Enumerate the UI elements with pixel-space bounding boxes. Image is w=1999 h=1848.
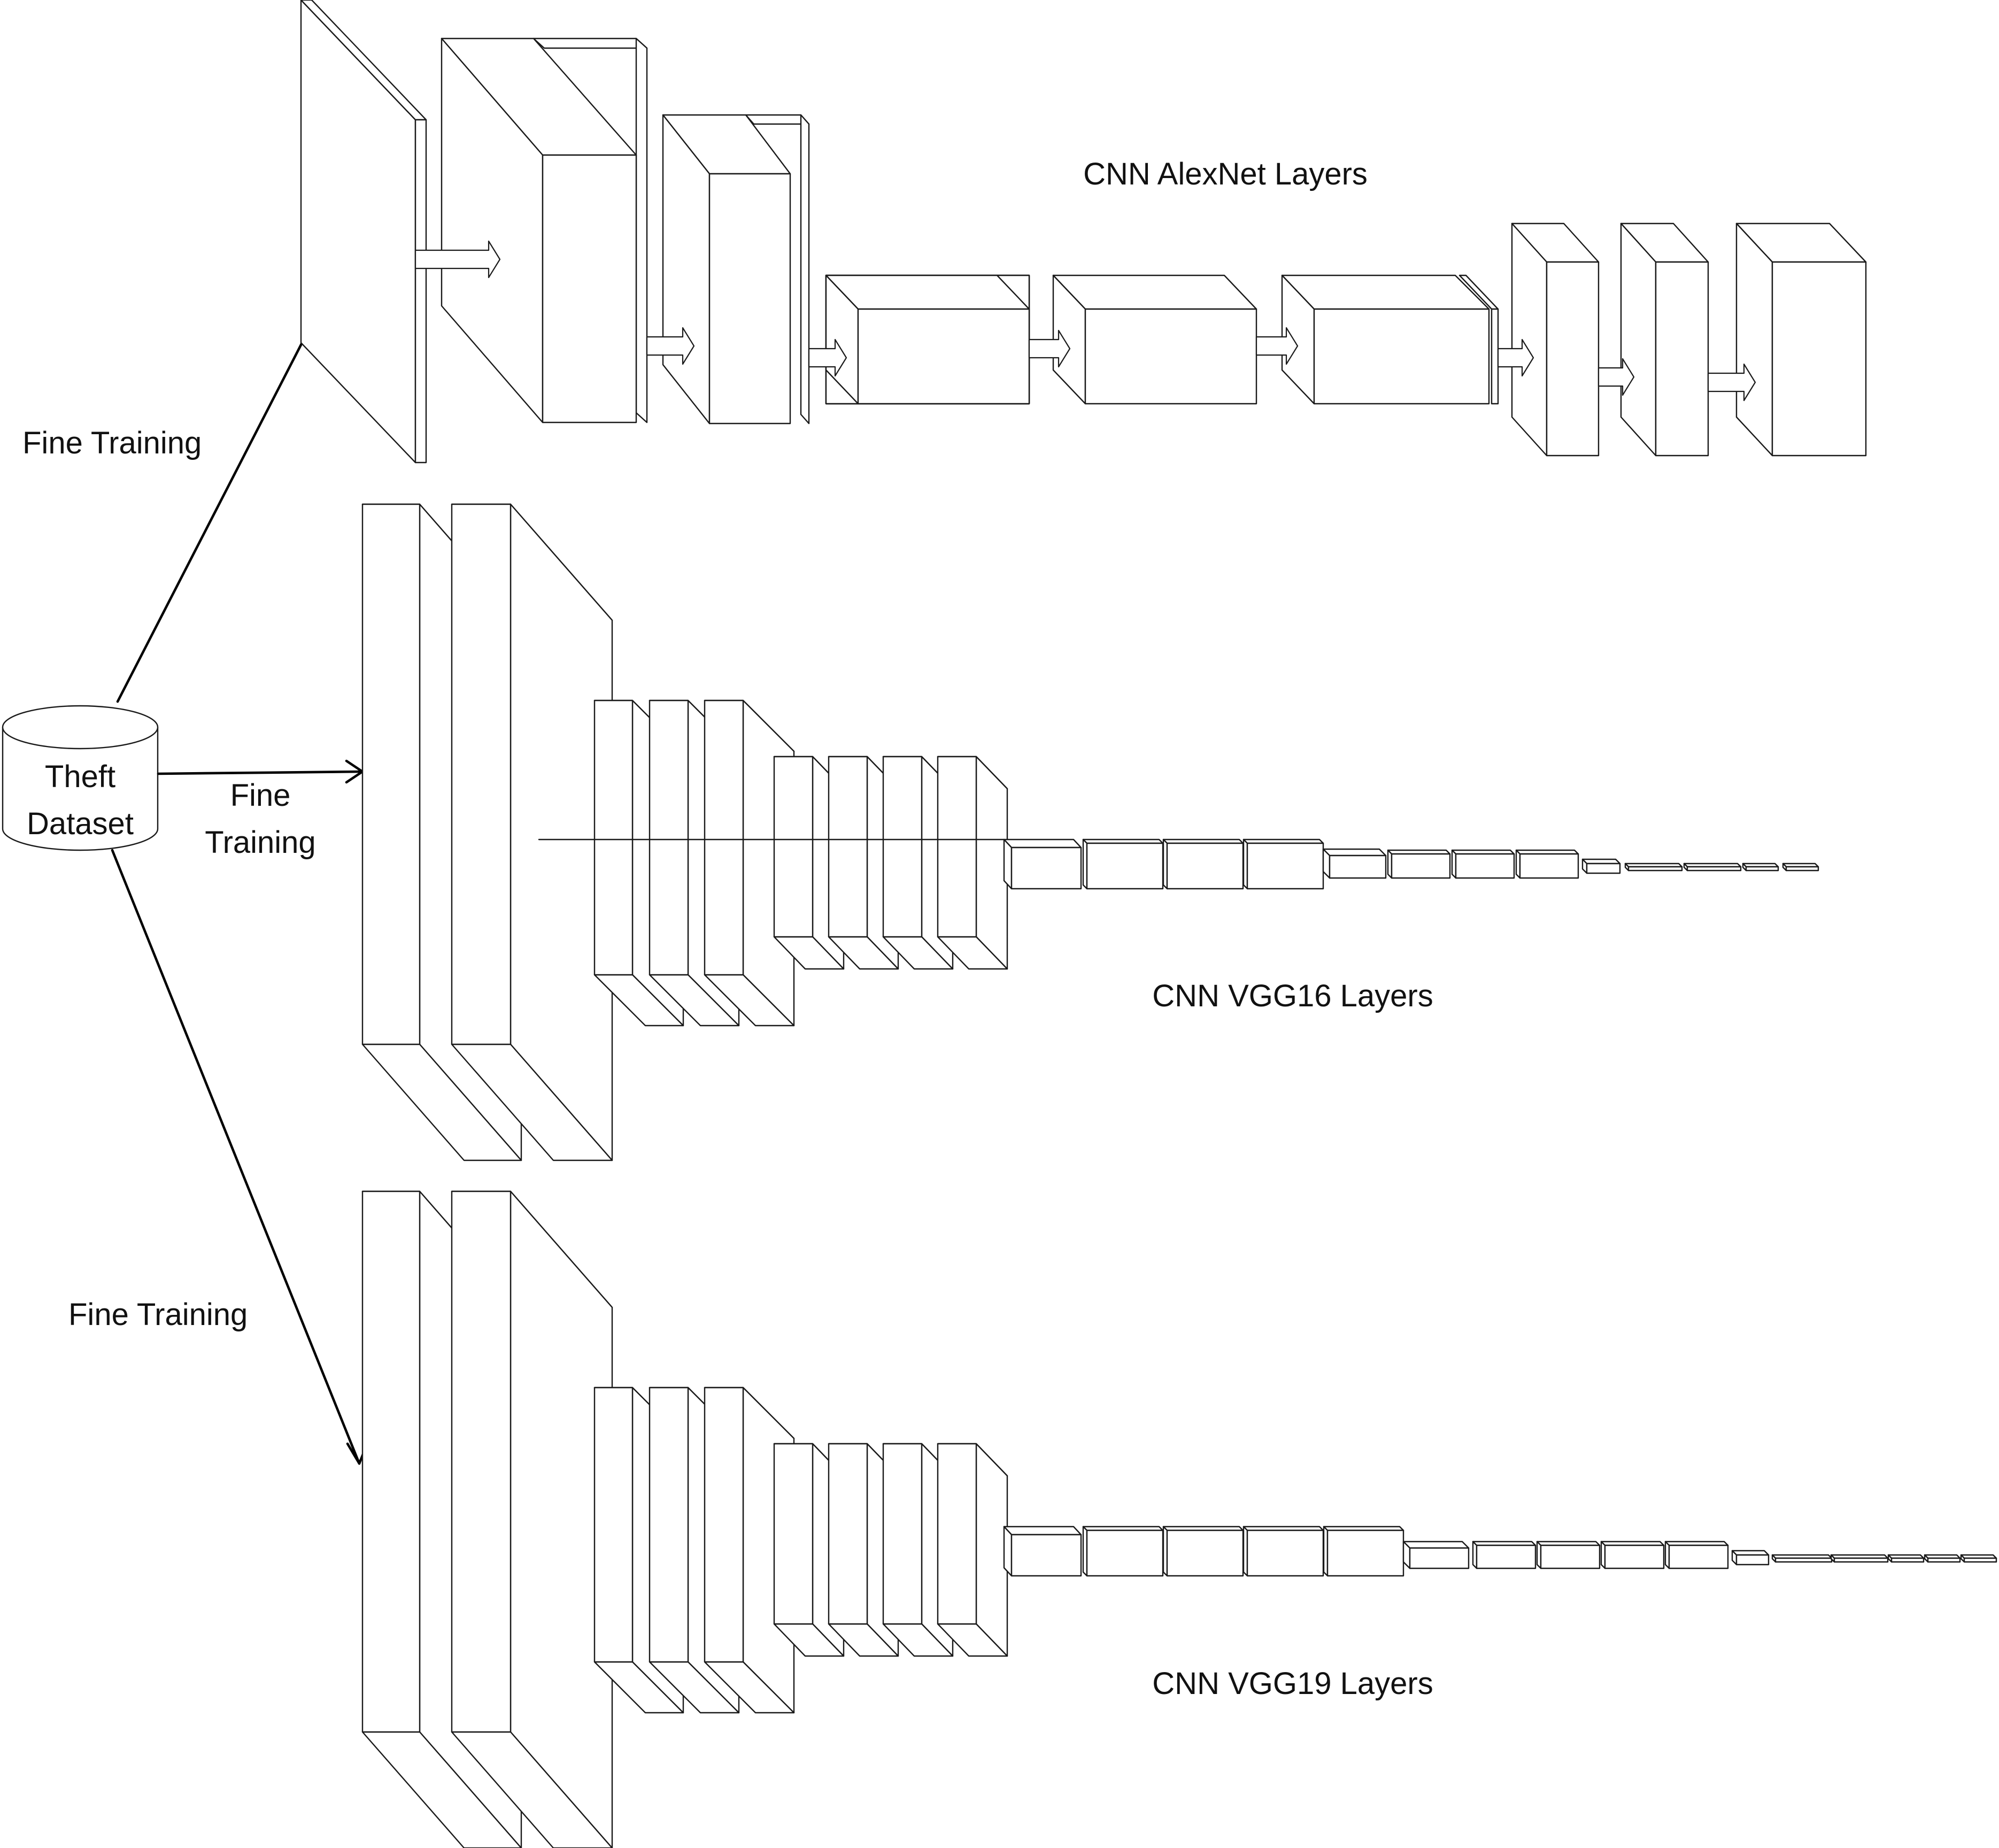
dataset-cylinder-top [2,705,159,750]
vgg19-block4-fm2 [1082,1526,1164,1577]
alexnet-flow-arrows [414,240,1756,402]
alexnet-fc8-block [1735,222,1867,457]
vgg16-block4-fm2 [1082,838,1164,890]
vgg19-block1-conv2 [451,1190,613,1848]
vgg19-pool [1731,1550,1770,1566]
vgg19-block5-fm4 [1600,1541,1665,1569]
alexnet-network: CNN AlexNet Layers [300,0,1867,464]
vgg16-network: CNN VGG16 Layers [361,503,1819,1161]
flow-arrow [808,338,847,377]
edge-to-alexnet: Fine Training [22,263,345,703]
flow-arrow [1707,363,1756,402]
vgg16-fc2 [1683,863,1742,872]
vgg19-title: CNN VGG19 Layers [1152,1666,1433,1701]
vgg19-block5-fm2 [1472,1541,1537,1569]
dataset-cylinder-body [2,727,159,851]
vgg16-block5-fm1 [1322,848,1387,879]
edge-to-vgg19: Fine Training [68,849,369,1465]
alexnet-fc7-block [1620,222,1709,457]
flow-arrow [1028,329,1071,368]
alexnet-fc6-block [1511,222,1600,457]
vgg16-fc3 [1742,863,1779,872]
alexnet-input-slab [300,0,427,464]
edge-label-middle-line1: Fine [230,778,291,813]
vgg19-block4-fm1 [1003,1526,1082,1577]
vgg19-fc1 [1771,1554,1833,1563]
vgg16-block4-fm1 [1003,838,1082,890]
dataset-label-line2: Dataset [27,806,134,841]
vgg16-block4-fm4 [1242,838,1324,890]
vgg16-block1-conv2 [451,503,613,1161]
alexnet-conv2-block [662,114,810,425]
edge-label-bottom: Fine Training [68,1297,248,1332]
flow-arrow [646,327,695,365]
vgg16-pool [1581,858,1621,874]
vgg19-block5-fm3 [1536,1541,1601,1569]
edge-label-middle-line2: Training [205,825,315,860]
vgg19-block4-fm5 [1323,1526,1404,1577]
edge-label-top: Fine Training [22,426,202,460]
alexnet-conv3-block [825,274,1030,405]
vgg19-fc4 [1924,1554,1961,1563]
vgg19-layer-blocks [361,1190,1997,1848]
vgg19-block3-conv4 [937,1443,1008,1657]
vgg16-block5-fm3 [1451,849,1515,879]
vgg16-block5-fm2 [1387,849,1451,879]
theft-dataset-node: Theft Dataset [2,705,159,851]
vgg16-block3-conv1 [773,756,845,970]
alexnet-conv5-block [1281,274,1499,405]
flow-arrow [1255,327,1299,365]
vgg16-block5-fm4 [1515,849,1579,879]
vgg19-block4-fm4 [1242,1526,1324,1577]
vgg19-fc2 [1830,1554,1889,1563]
vgg19-network: CNN VGG19 Layers [361,1190,1997,1848]
alexnet-title: CNN AlexNet Layers [1083,157,1368,191]
vgg16-block4-fm3 [1162,838,1244,890]
vgg16-title: CNN VGG16 Layers [1152,979,1433,1013]
flow-arrow [1597,358,1635,396]
vgg16-layer-blocks [361,503,1819,1161]
flow-arrow [1497,338,1534,377]
vgg19-output [1960,1554,1997,1563]
edge-line-bottom [111,849,361,1465]
dataset-label-line1: Theft [45,759,115,794]
vgg16-fc1 [1624,863,1683,872]
edge-line-middle [157,770,364,775]
vgg16-output [1782,863,1819,872]
vgg19-block5-fm1 [1402,1541,1470,1569]
vgg16-block3-conv4 [937,756,1008,970]
edge-to-vgg16: Fine Training [157,759,364,860]
alexnet-conv1-block [441,37,648,424]
vgg19-fc3 [1887,1554,1925,1563]
alexnet-conv4-block [1052,274,1257,405]
vgg19-block4-fm3 [1162,1526,1244,1577]
flow-arrow [414,240,501,279]
vgg19-block5-fm5 [1664,1541,1729,1569]
alexnet-layer-blocks [300,0,1867,464]
